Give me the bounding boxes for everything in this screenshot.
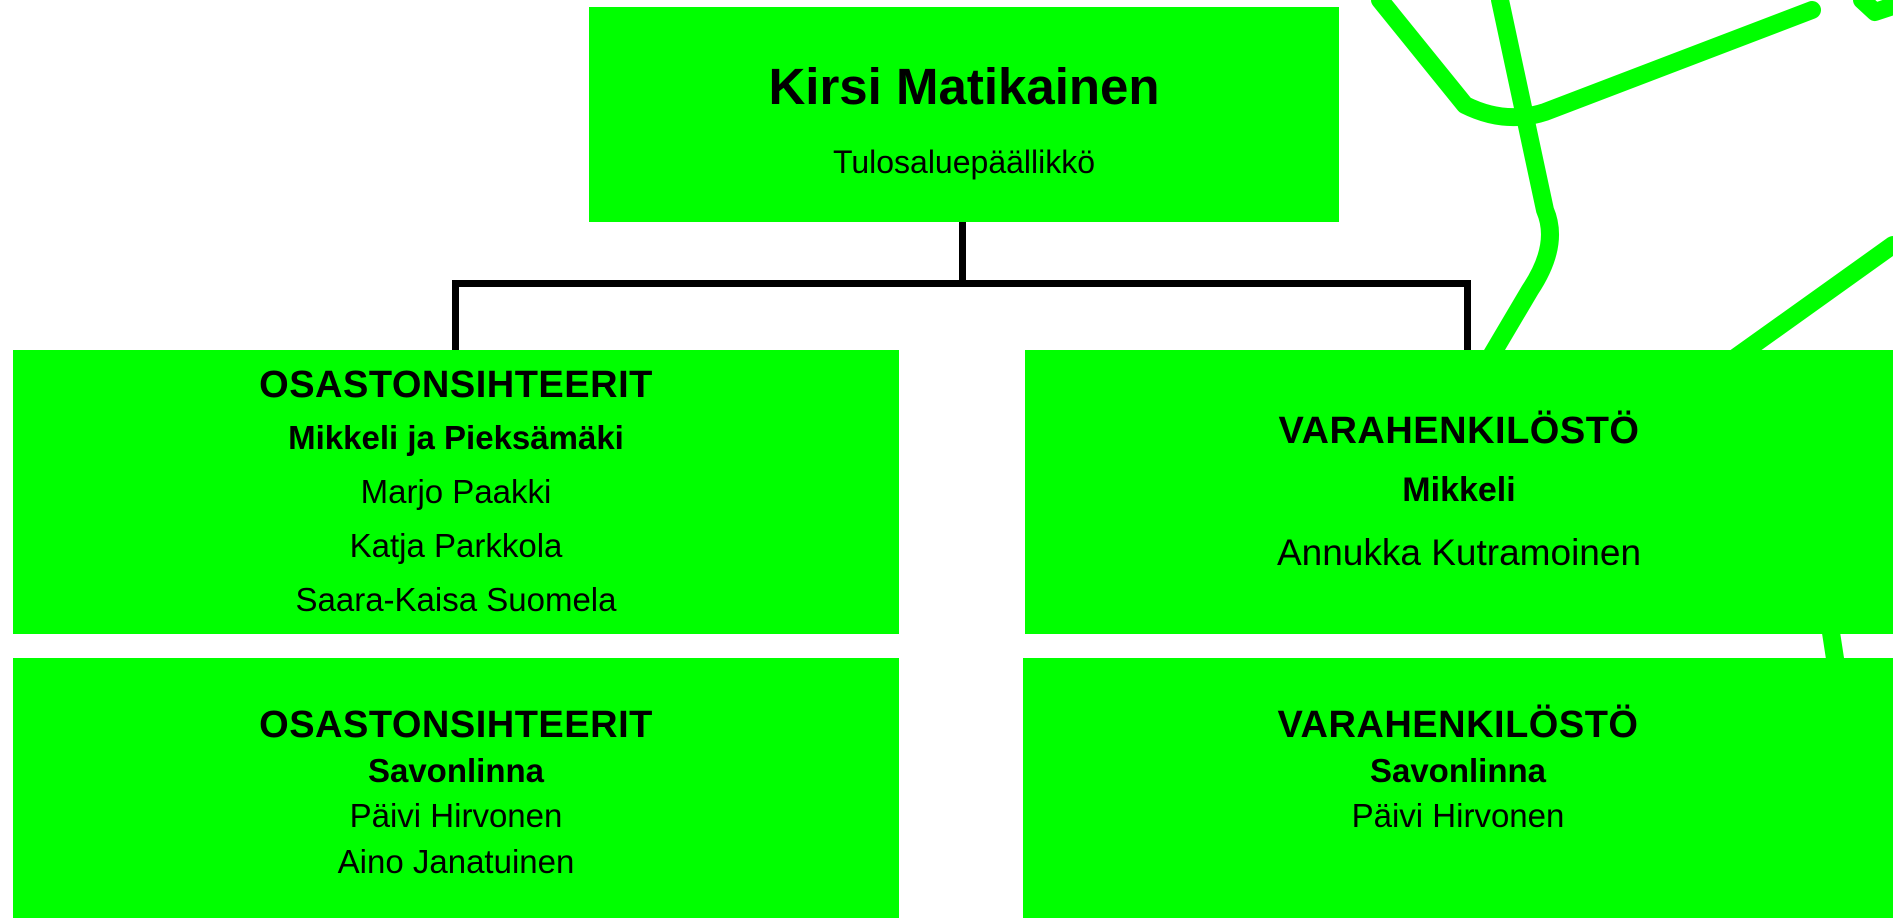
group-title: OSASTONSIHTEERIT	[259, 364, 653, 406]
connector-right-drop	[1464, 280, 1471, 350]
manager-name: Kirsi Matikainen	[768, 58, 1160, 115]
group-title: OSASTONSIHTEERIT	[259, 704, 653, 746]
secretaries-mikkeli-box: OSASTONSIHTEERIT Mikkeli ja Pieksämäki M…	[13, 350, 899, 634]
person-name: Päivi Hirvonen	[349, 797, 563, 834]
person-name: Katja Parkkola	[349, 527, 563, 564]
group-location: Savonlinna	[367, 752, 545, 789]
manager-box: Kirsi Matikainen Tulosaluepäällikkö	[589, 7, 1339, 222]
secretaries-savonlinna-box: OSASTONSIHTEERIT Savonlinna Päivi Hirvon…	[13, 658, 899, 918]
manager-role: Tulosaluepäällikkö	[832, 144, 1096, 180]
decor-line-corner	[1853, 0, 1893, 21]
group-location: Savonlinna	[1369, 752, 1547, 789]
group-location: Mikkeli ja Pieksämäki	[288, 419, 624, 456]
connector-left-drop	[452, 280, 459, 350]
person-name: Saara-Kaisa Suomela	[295, 581, 617, 618]
decor-line-left-loop	[1371, 0, 1821, 127]
decor-line-vertical	[1469, 0, 1559, 387]
substitutes-mikkeli-box: VARAHENKILÖSTÖ Mikkeli Annukka Kutramoin…	[1025, 350, 1893, 634]
person-name: Annukka Kutramoinen	[1276, 532, 1642, 573]
connector-bar	[452, 280, 1471, 287]
group-title: VARAHENKILÖSTÖ	[1278, 410, 1640, 452]
group-title: VARAHENKILÖSTÖ	[1277, 704, 1639, 746]
connector-trunk	[959, 222, 966, 284]
person-name: Aino Janatuinen	[337, 843, 575, 880]
person-name: Marjo Paakki	[360, 473, 552, 510]
substitutes-savonlinna-box: VARAHENKILÖSTÖ Savonlinna Päivi Hirvonen	[1023, 658, 1893, 918]
person-name: Päivi Hirvonen	[1351, 797, 1565, 834]
group-location: Mikkeli	[1402, 471, 1516, 509]
